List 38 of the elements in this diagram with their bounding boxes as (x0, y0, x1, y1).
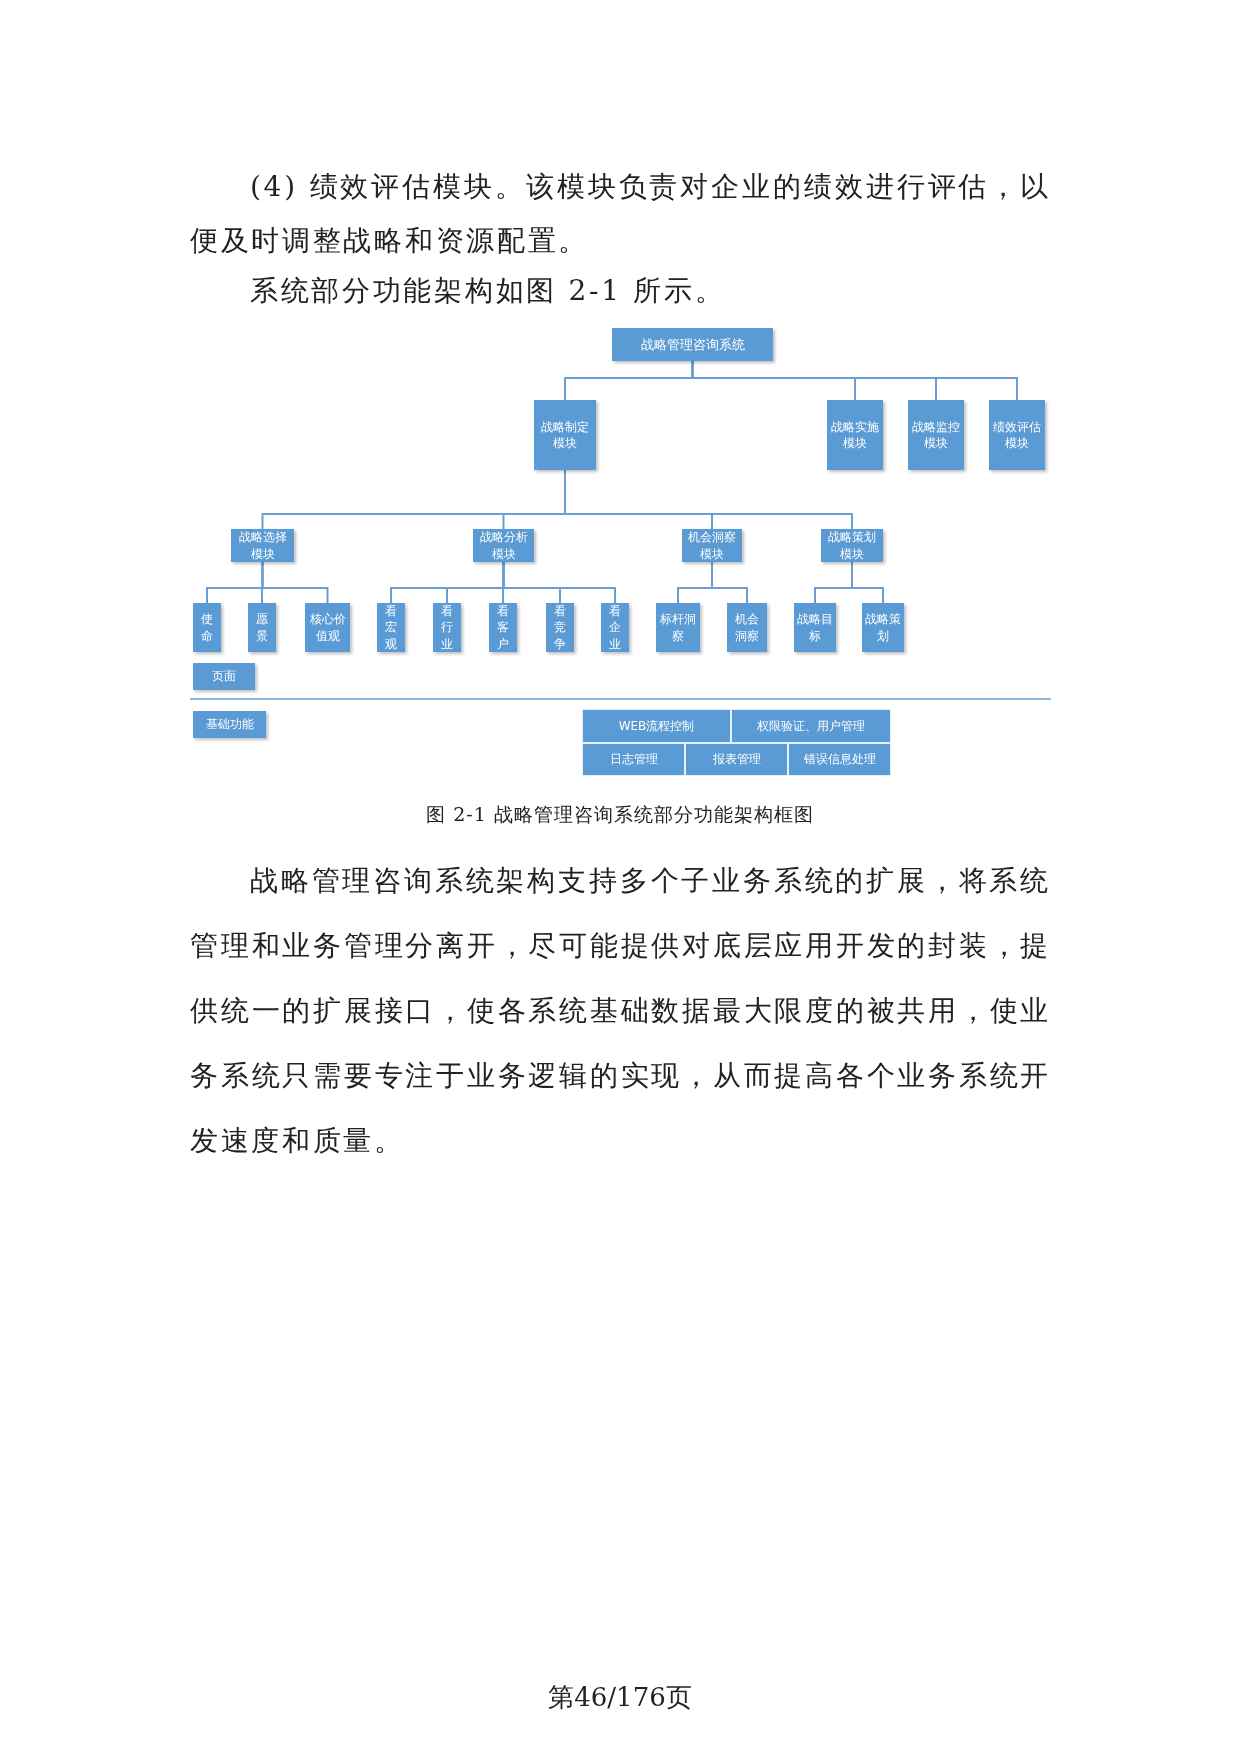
module-box: 战略制定模块 (534, 400, 596, 470)
module-box: 看企业 (601, 603, 629, 652)
body-paragraph: (4) 绩效评估模块。该模块负责对企业的绩效进行评估，以便及时调整战略和资源配置。 (190, 169, 1051, 259)
module-box: 看客户 (489, 603, 517, 652)
module-box: 战略选择模块 (231, 529, 294, 562)
module-box: 战略目标 (794, 603, 836, 652)
module-box: 页面 (193, 663, 255, 690)
connector-line (711, 561, 748, 604)
body-paragraph: 战略管理咨询系统架构支持多个子业务系统的扩展，将系统管理和业务管理分离开，尽可能提供对底层应用开发的封装，提供统一的扩展接口，使各系统基础数据最大限度的被共用，使业务系统只需要专注于业务逻辑的实现，从而提高各个业务系统开发速度和质量。 (190, 863, 1051, 1159)
connector-line (691, 360, 1018, 401)
function-cell: 权限验证、用户管理 (731, 709, 891, 743)
module-box: 战略监控模块 (908, 400, 964, 470)
module-box: 看行业 (433, 603, 461, 652)
page-number: 第46/176页 (547, 1681, 693, 1714)
function-cell: WEB流程控制 (582, 709, 731, 743)
body-paragraph: 系统部分功能架构如图 2-1 所示。 (249, 273, 727, 309)
function-cell: 日志管理 (582, 743, 685, 776)
module-box: 看竞争 (546, 603, 574, 652)
function-cell: 错误信息处理 (788, 743, 891, 776)
module-box: 机会洞察模块 (682, 529, 742, 562)
module-box: 看宏观 (377, 603, 405, 652)
module-box: 战略策划 (862, 603, 904, 652)
module-box: 愿景 (248, 603, 276, 652)
module-box: 机会洞察 (727, 603, 767, 652)
figure-caption: 图 2-1 战略管理咨询系统部分功能架构框图 (425, 802, 815, 827)
module-box: 标杆洞察 (656, 603, 700, 652)
module-box: 绩效评估模块 (989, 400, 1045, 470)
module-box: 基础功能 (193, 711, 266, 738)
root-box: 战略管理咨询系统 (612, 328, 773, 361)
function-cell: 报表管理 (685, 743, 788, 776)
module-box: 使命 (193, 603, 221, 652)
module-box: 战略策划模块 (821, 529, 883, 562)
module-box: 战略实施模块 (827, 400, 883, 470)
connector-line (851, 561, 884, 604)
module-box: 核心价值观 (305, 603, 350, 652)
module-box: 战略分析模块 (473, 529, 534, 562)
connector-line (261, 561, 329, 604)
connector-line (564, 469, 853, 530)
